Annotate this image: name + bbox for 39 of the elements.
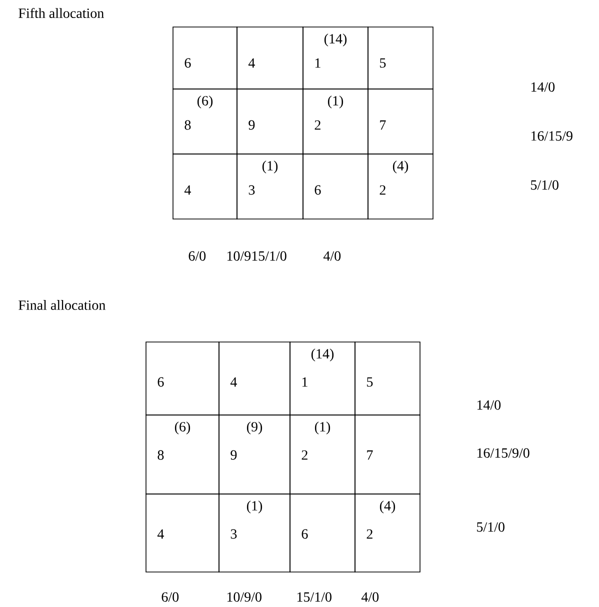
table-cell: (6) 8 — [146, 414, 220, 494]
table-cell: (4) 2 — [354, 494, 420, 572]
table-cell: (14) 1 — [290, 342, 356, 416]
heading: Fifth allocation — [18, 8, 104, 18]
table-cell: (1) 3 — [236, 154, 304, 220]
supply-value: 5/1/0 — [477, 522, 504, 532]
demand-value: 10/9/0 — [227, 592, 262, 602]
table-cell: 4 — [146, 494, 220, 572]
table-cell: 5 — [368, 26, 434, 90]
demand-value: 10/915/1/0 — [227, 251, 286, 261]
supply-value: 14/0 — [477, 400, 501, 410]
table-cell: (1) 3 — [218, 494, 290, 572]
supply-value: 16/15/9 — [531, 131, 572, 141]
supply-value: 16/15/9/0 — [477, 448, 530, 458]
supply-value: 14/0 — [531, 82, 555, 92]
table-cell: 7 — [354, 414, 420, 494]
heading: Final allocation — [18, 300, 106, 310]
table-cell: 6 — [146, 342, 220, 416]
table-cell: (14) 1 — [302, 26, 368, 90]
demand-value: 6/0 — [188, 251, 206, 261]
table-cell: (6) 8 — [172, 88, 238, 154]
table-cell: 7 — [368, 88, 434, 154]
table-cell: 6 — [290, 494, 356, 572]
table-cell: 6 — [302, 154, 368, 220]
table-cell: (1) 2 — [290, 414, 356, 494]
table-cell: 4 — [172, 154, 238, 220]
demand-value: 4/0 — [323, 251, 341, 261]
table-cell: (1) 2 — [302, 88, 368, 154]
table-cell: 4 — [236, 26, 304, 90]
demand-value: 6/0 — [162, 592, 179, 602]
table-cell: 6 — [172, 26, 238, 90]
table-cell: (4) 2 — [368, 154, 434, 220]
supply-value: 5/1/0 — [531, 180, 558, 190]
table-cell: 5 — [354, 342, 420, 416]
table-cell: 4 — [218, 342, 290, 416]
table-cell: 9 — [236, 88, 304, 154]
table-cell: (9) 9 — [218, 414, 290, 494]
demand-value: 4/0 — [361, 592, 379, 602]
demand-value: 15/1/0 — [297, 592, 332, 602]
